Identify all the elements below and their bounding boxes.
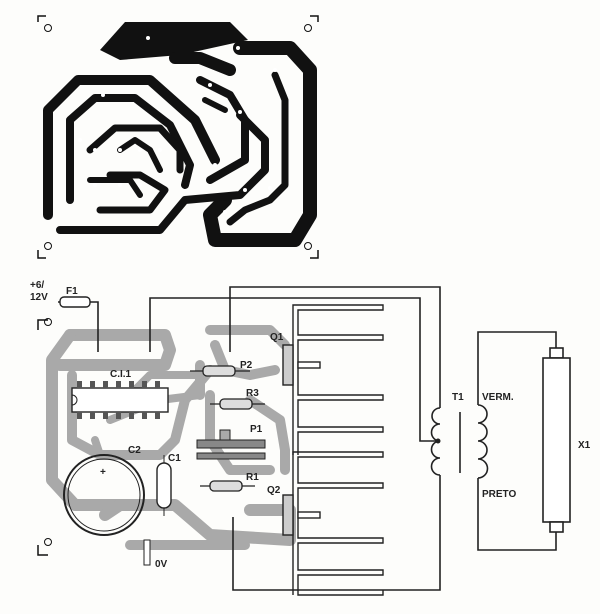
fuse-f1	[59, 296, 91, 308]
x1-label: X1	[578, 440, 591, 451]
c1-label: C1	[168, 453, 181, 464]
fluorescent-lamp-x1	[542, 347, 571, 533]
transformer-t1	[430, 404, 489, 479]
preto-label: PRETO	[482, 489, 516, 500]
ic-label: C.I.1	[110, 369, 132, 380]
r1-label: R1	[246, 472, 259, 483]
r3-label: R3	[246, 388, 259, 399]
pcb-component-layout: +	[37, 286, 571, 596]
fuse-label: F1	[66, 286, 78, 297]
supply-label-2: 12V	[30, 292, 48, 303]
p2-label: P2	[240, 360, 253, 371]
q2-label: Q2	[267, 485, 281, 496]
c2-label: C2	[128, 445, 141, 456]
heatsink-q2	[282, 451, 384, 596]
p1-label: P1	[250, 424, 263, 435]
ground-label: 0V	[155, 559, 168, 570]
ic-ci1	[71, 381, 169, 419]
capacitor-c2	[63, 454, 145, 536]
pcb-copper-layout	[37, 15, 319, 259]
verm-label: VERM.	[482, 392, 514, 403]
potentiometer-p1	[196, 429, 266, 460]
supply-label: +6/	[30, 280, 44, 291]
q1-label: Q1	[270, 332, 284, 343]
capacitor-c1	[156, 462, 172, 509]
t1-label: T1	[452, 392, 464, 403]
svg-text:+: +	[100, 467, 106, 478]
heatsink-q1	[282, 304, 384, 455]
